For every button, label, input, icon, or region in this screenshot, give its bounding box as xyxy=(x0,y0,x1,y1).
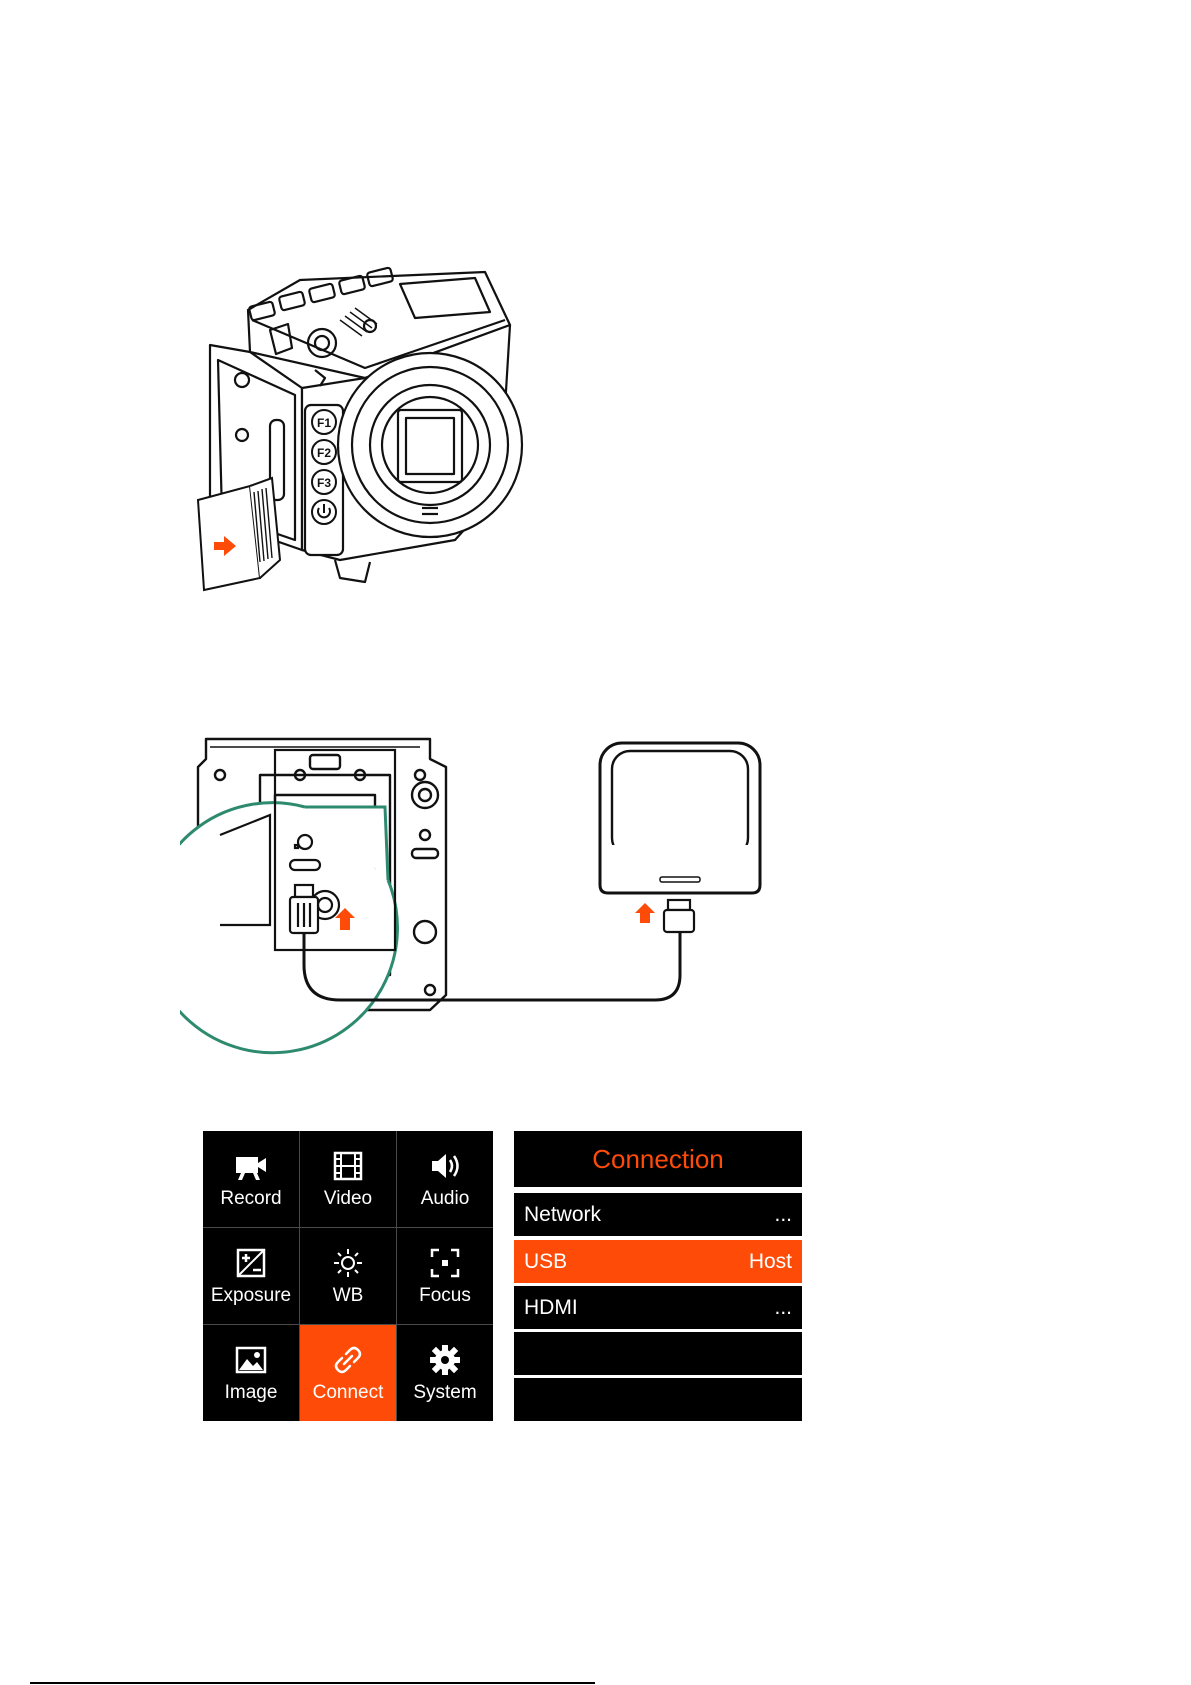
menu-item-label: System xyxy=(413,1382,476,1404)
connection-row-empty[interactable] xyxy=(514,1378,802,1421)
connection-row-empty[interactable] xyxy=(514,1332,802,1375)
row-value: ... xyxy=(774,1203,792,1227)
menu-item-label: Video xyxy=(324,1188,372,1210)
gear-icon xyxy=(427,1342,463,1378)
grid-divider xyxy=(396,1131,397,1421)
connection-panel: Connection Network ... USB Host HDMI ... xyxy=(514,1131,802,1421)
grid-divider xyxy=(203,1324,493,1325)
f2-label: F2 xyxy=(317,446,331,460)
menu-item-label: Exposure xyxy=(211,1285,291,1307)
bottom-rule xyxy=(30,1682,595,1684)
menu-item-label: Image xyxy=(225,1382,278,1404)
menu-item-record[interactable]: Record xyxy=(203,1131,299,1227)
link-icon xyxy=(330,1342,366,1378)
camera-sd-drawing: F1 F2 F3 xyxy=(190,260,550,610)
record-icon xyxy=(233,1148,269,1184)
menu-item-exposure[interactable]: Exposure xyxy=(203,1228,299,1324)
exposure-icon xyxy=(233,1245,269,1281)
focus-icon xyxy=(427,1245,463,1281)
row-label: Network xyxy=(524,1203,601,1227)
ssd-arrow-icon xyxy=(635,903,655,923)
menu-item-label: Connect xyxy=(313,1382,384,1404)
grid-divider xyxy=(203,1227,493,1228)
menu-item-video[interactable]: Video xyxy=(300,1131,396,1227)
connection-title: Connection xyxy=(514,1131,802,1187)
connection-row-network[interactable]: Network ... xyxy=(514,1193,802,1236)
connection-row-usb[interactable]: USB Host xyxy=(514,1240,802,1283)
menu-item-label: Audio xyxy=(421,1188,470,1210)
f3-label: F3 xyxy=(317,476,331,490)
row-label: USB xyxy=(524,1250,567,1274)
f1-label: F1 xyxy=(317,416,331,430)
connection-row-hdmi[interactable]: HDMI ... xyxy=(514,1286,802,1329)
usb-connection-illustration xyxy=(180,725,840,1085)
speaker-icon xyxy=(427,1148,463,1184)
menu-item-label: WB xyxy=(333,1285,364,1307)
menu-item-audio[interactable]: Audio xyxy=(397,1131,493,1227)
usb-connection-drawing xyxy=(180,725,840,1085)
image-icon xyxy=(233,1342,269,1378)
film-icon xyxy=(330,1148,366,1184)
row-value: Host xyxy=(749,1250,792,1274)
menu-item-image[interactable]: Image xyxy=(203,1325,299,1421)
menu-item-label: Focus xyxy=(419,1285,471,1307)
menu-item-system[interactable]: System xyxy=(397,1325,493,1421)
row-label: HDMI xyxy=(524,1296,578,1320)
row-value: ... xyxy=(774,1296,792,1320)
sun-icon xyxy=(330,1245,366,1281)
menu-item-focus[interactable]: Focus xyxy=(397,1228,493,1324)
menu-item-connect[interactable]: Connect xyxy=(300,1325,396,1421)
grid-divider xyxy=(299,1131,300,1421)
camera-sd-illustration: F1 F2 F3 xyxy=(190,260,550,610)
menu-grid: Record Video Audio Exposure xyxy=(203,1131,493,1421)
external-ssd xyxy=(600,743,760,932)
menu-item-wb[interactable]: WB xyxy=(300,1228,396,1324)
menu-item-label: Record xyxy=(220,1188,281,1210)
